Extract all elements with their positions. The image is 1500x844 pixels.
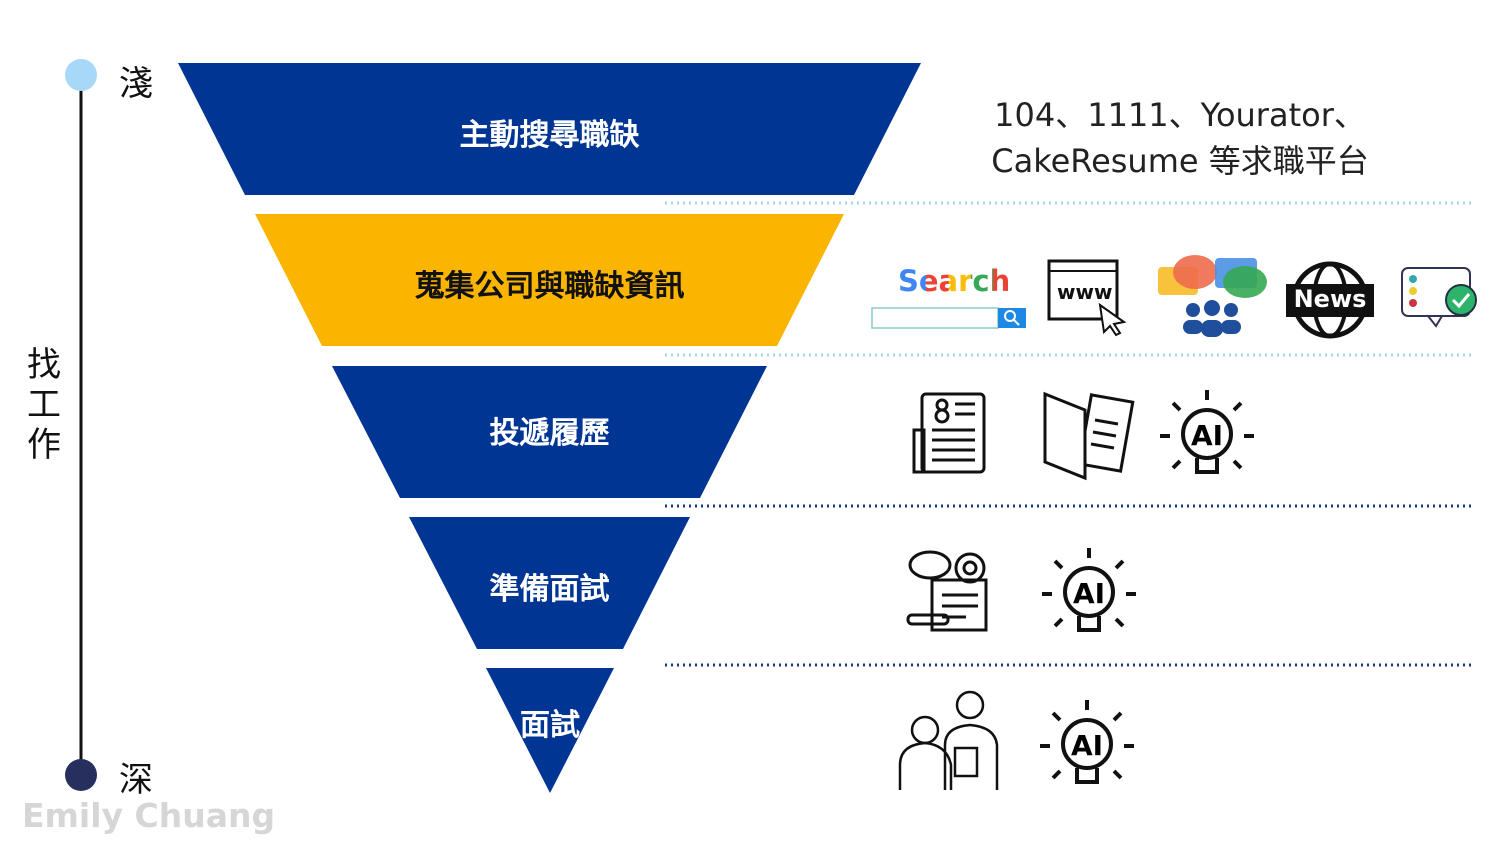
- search-icon: [871, 307, 1026, 329]
- platforms-line-2: CakeResume 等求職平台: [991, 142, 1369, 180]
- interview-people-icon: [898, 690, 999, 790]
- deep-dot: [65, 759, 97, 791]
- review-rating-icon: [1401, 267, 1477, 328]
- deep-label: 深: [119, 760, 153, 800]
- shallow-dot: [65, 59, 97, 91]
- website-icon: [1047, 259, 1127, 337]
- www-word: www: [1057, 280, 1113, 304]
- ai-bulb-icon: AI: [1038, 698, 1138, 802]
- platforms-text: 104、1111、Yourator、 CakeResume 等求職平台: [960, 92, 1400, 184]
- ai-bulb-icon: AI: [1158, 388, 1258, 492]
- stage-5-label: 面試: [520, 708, 580, 743]
- news-word: News: [1293, 285, 1367, 313]
- stage-3-label: 投遞履歷: [489, 416, 610, 451]
- stage-4-label: 準備面試: [489, 572, 610, 607]
- ai-text: AI: [1191, 419, 1223, 452]
- shallow-label: 淺: [119, 64, 153, 104]
- ai-text: AI: [1071, 729, 1103, 762]
- news-globe-icon: [1286, 261, 1374, 339]
- funnel-band-2: [255, 214, 844, 346]
- stage-1-label: 主動搜尋職缺: [459, 118, 640, 153]
- stage-2-label: 蒐集公司與職缺資訊: [414, 269, 685, 304]
- watermark: Emily Chuang: [22, 796, 276, 835]
- resume-icon: [912, 392, 986, 474]
- ai-text: AI: [1073, 577, 1105, 610]
- document-folder-icon: [1043, 391, 1135, 481]
- axis-title: 找工作: [27, 345, 61, 465]
- funnel-band-4: [409, 517, 690, 649]
- search-word: Search: [898, 264, 1011, 298]
- funnel-band-5: [486, 668, 614, 793]
- funnel-band-3: [332, 366, 767, 498]
- funnel-band-1: [178, 63, 921, 195]
- platforms-line-1: 104、1111、Yourator、: [994, 96, 1366, 134]
- community-chat-icon: [1158, 255, 1267, 337]
- ai-bulb-icon: AI: [1040, 546, 1140, 650]
- interview-prep-icon: [906, 550, 988, 632]
